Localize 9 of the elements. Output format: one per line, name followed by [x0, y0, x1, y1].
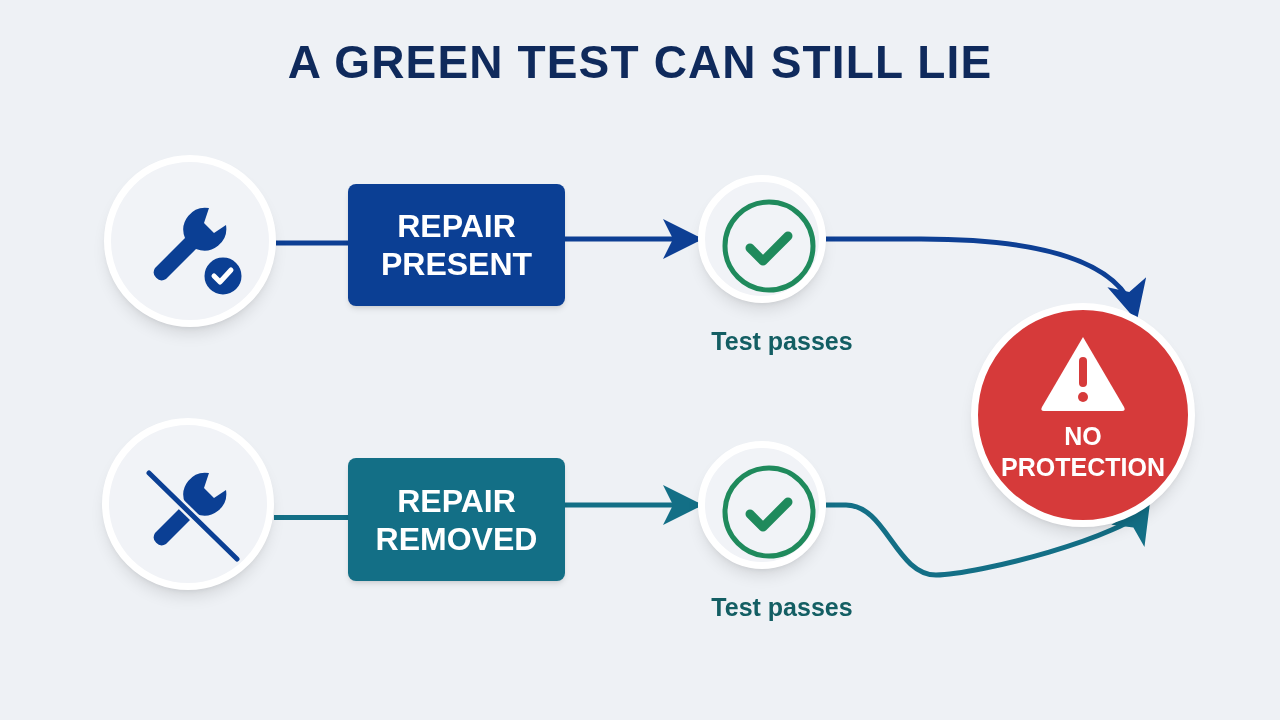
node-label: Test passes [710, 592, 854, 623]
process-box [348, 458, 565, 581]
process-box [348, 184, 565, 306]
box-label: REPAIR PRESENT [379, 207, 534, 283]
box-label: REPAIR REMOVED [374, 481, 539, 558]
arrow [826, 502, 1151, 578]
node-label: Test passes [710, 326, 854, 357]
title: A GREEN TEST CAN STILL LIE [287, 35, 993, 90]
node-label: NO PROTECTION [1000, 421, 1166, 483]
